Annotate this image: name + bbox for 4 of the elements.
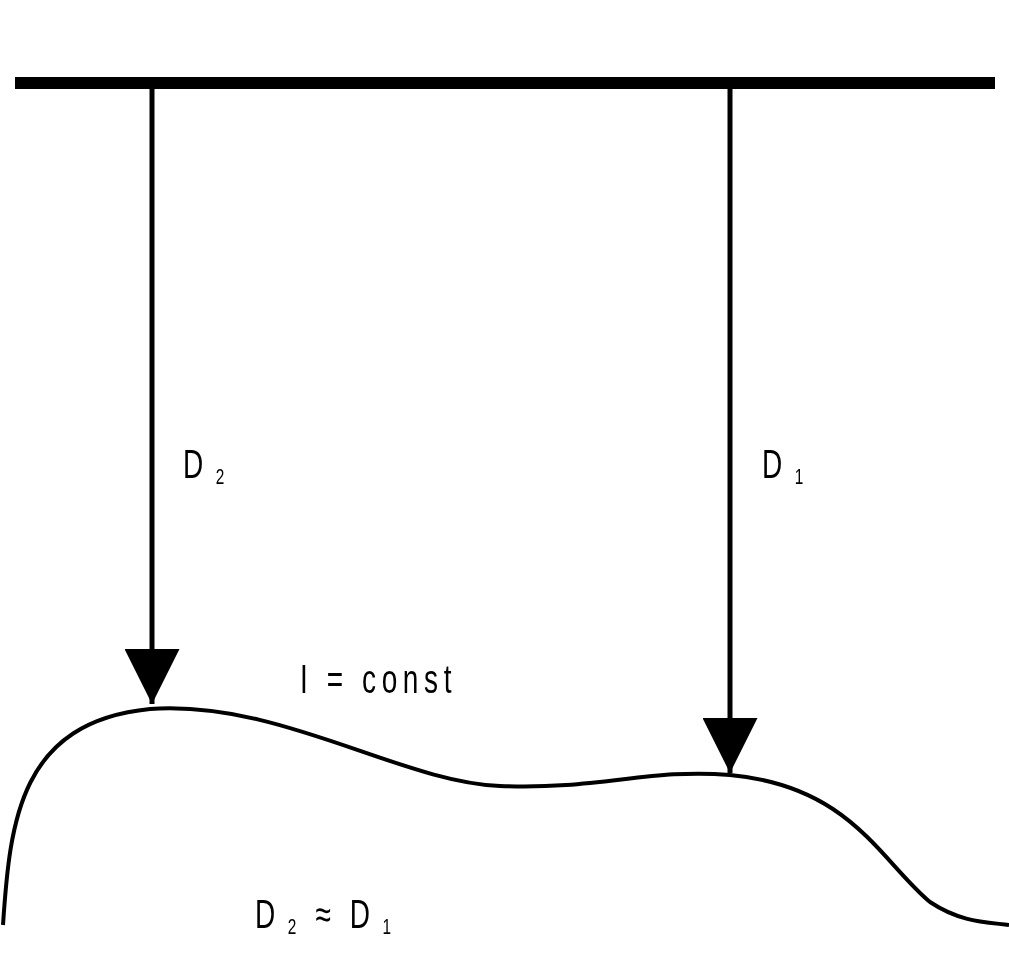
condition-label: I = const — [300, 656, 457, 703]
relation-label: D$_{2}$ ≈ D$_{1}$ — [255, 891, 397, 941]
distance-label: D$_{2}$ — [183, 441, 230, 491]
distance-label: D$_{1}$ — [762, 441, 809, 491]
